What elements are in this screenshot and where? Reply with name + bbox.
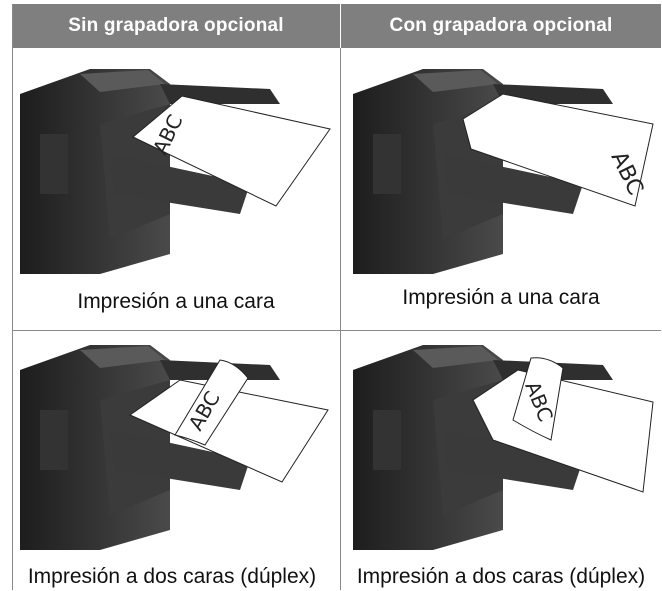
header-without-stapler: Sin grapadora opcional <box>12 4 340 48</box>
figure-single-sided-with-stapler: ABC <box>353 64 661 274</box>
header-with-stapler: Con grapadora opcional <box>341 4 661 48</box>
printer-illustration: ABC <box>20 69 331 274</box>
printer-illustration: ABC <box>353 345 654 550</box>
grid-line-left <box>12 4 13 590</box>
grid-line-mid-row <box>12 330 661 331</box>
caption-duplex-with-stapler: Impresión a dos caras (dúplex) <box>356 565 646 588</box>
caption-single-sided-no-stapler: Impresión a una cara <box>77 290 275 313</box>
paper-loading-table: Sin grapadora opcional Con grapadora opc… <box>12 4 661 590</box>
grid-line-middle-body <box>340 48 341 590</box>
printer-illustration: ABC <box>20 345 329 550</box>
caption-single-sided-with-stapler: Impresión a una cara <box>402 286 600 309</box>
caption-duplex-no-stapler: Impresión a dos caras (dúplex) <box>27 565 317 588</box>
figure-single-sided-no-stapler: ABC <box>20 64 340 274</box>
printer-illustration: ABC <box>353 69 654 274</box>
figure-duplex-no-stapler: ABC <box>20 340 340 550</box>
figure-duplex-with-stapler: ABC <box>353 340 661 550</box>
